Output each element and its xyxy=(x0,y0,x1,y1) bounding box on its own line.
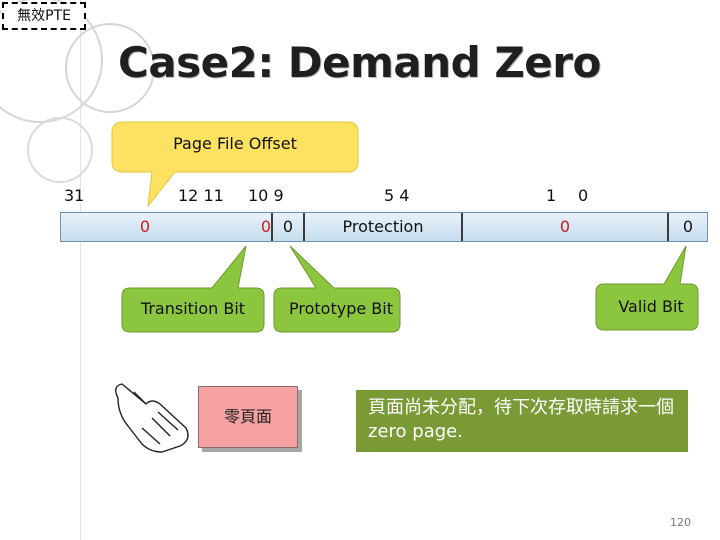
valid-bit-label: Valid Bit xyxy=(618,297,684,316)
zero-page-note: 零頁面 xyxy=(198,386,298,448)
bit-31-label: 31 xyxy=(64,186,85,205)
offset-field-value: 0 xyxy=(139,217,151,236)
bit-5-4-label: 5 4 xyxy=(384,186,410,205)
field-separator xyxy=(271,213,273,241)
pte-bitfield: 0 0 0 Protection 0 0 xyxy=(60,212,708,242)
hand-clipart xyxy=(115,383,189,453)
transition-bit-label: Transition Bit xyxy=(140,299,246,318)
prototype-bit-label: Prototype Bit xyxy=(289,299,393,318)
bit-12-11-label: 12 11 xyxy=(178,186,224,205)
prototype-field-value: 0 xyxy=(282,217,294,236)
decorative-circles xyxy=(0,0,155,183)
field-separator xyxy=(667,213,669,241)
slide-title: Case2: Demand Zero xyxy=(118,38,601,87)
bit-10-9-label: 10 9 xyxy=(248,186,284,205)
protection-field-value: Protection xyxy=(342,217,424,236)
reserved-field-value: 0 xyxy=(559,217,571,236)
explanation-box: 頁面尚未分配，待下次存取時請求一個zero page. xyxy=(356,390,688,452)
bit-0-label: 0 xyxy=(578,186,589,205)
page-number: 120 xyxy=(670,516,691,529)
transition-field-value: 0 xyxy=(260,217,271,236)
valid-bit-callout xyxy=(595,245,699,331)
prototype-bit-callout xyxy=(273,245,401,333)
page-file-offset-callout xyxy=(111,121,359,208)
invalid-pte-tag: 無效PTE xyxy=(2,2,86,30)
transition-bit-callout xyxy=(121,245,265,333)
slide-sidebar xyxy=(0,0,81,540)
field-separator xyxy=(303,213,305,241)
page-file-offset-label: Page File Offset xyxy=(173,134,297,153)
field-separator xyxy=(461,213,463,241)
valid-field-value: 0 xyxy=(682,217,694,236)
bit-1-label: 1 xyxy=(546,186,557,205)
